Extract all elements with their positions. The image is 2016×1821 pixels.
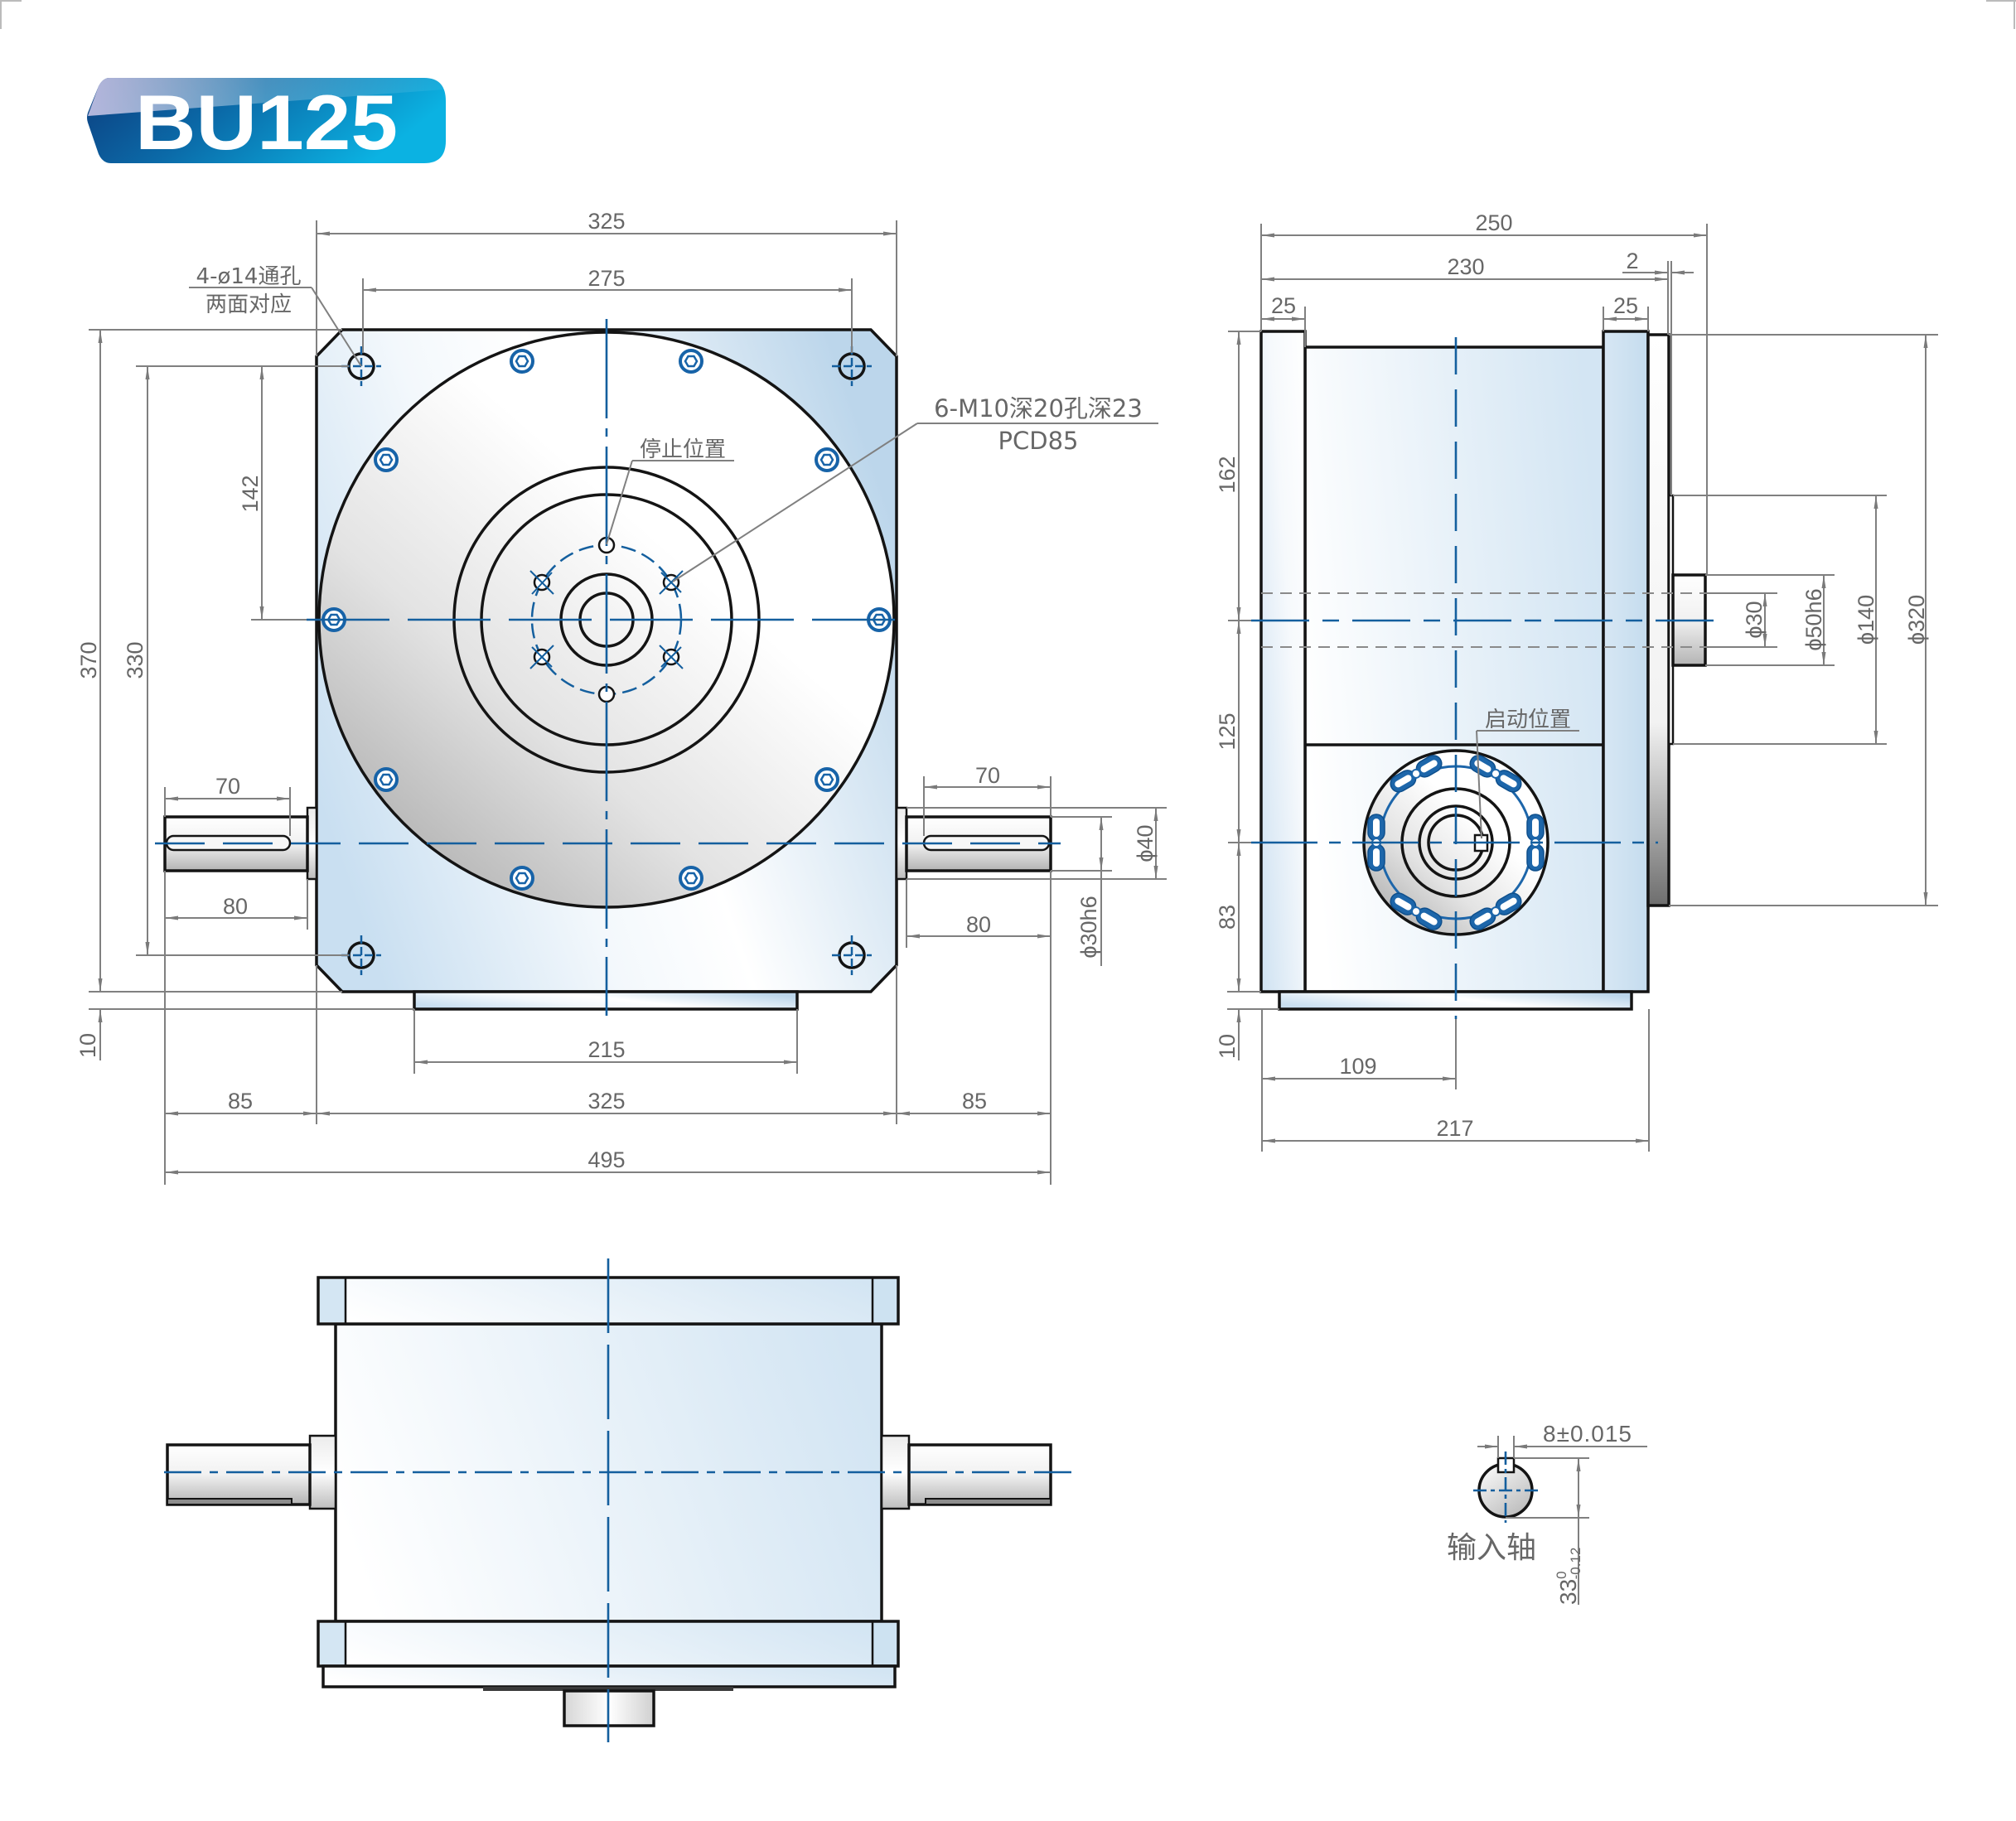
- front-centerlines: [155, 319, 1061, 1016]
- top-flange-cap-right: [873, 1279, 897, 1322]
- front-view: 325 275 370 10 330 142 215 85 325 85 495…: [75, 209, 1167, 1185]
- dim-right-key-length: 70: [975, 763, 1000, 788]
- dim-base-depth: 217: [1436, 1116, 1473, 1141]
- dim-right-shaft-ext: 85: [962, 1089, 987, 1113]
- dim-left-shaft-ext: 85: [228, 1089, 253, 1113]
- bolt-icon: [815, 767, 839, 792]
- key-detail-label: 输入轴: [1447, 1531, 1536, 1565]
- output-plate-edge: [483, 1687, 733, 1691]
- side-centerlines: [1251, 337, 1720, 1019]
- bolt-icon: [374, 447, 399, 472]
- right-shaft-key: [925, 1498, 1052, 1505]
- input-shaft-key-detail: 8±0.015 330-0.12 输入轴: [1447, 1421, 1647, 1605]
- bolt-icon: [510, 349, 534, 374]
- dim-hole-vertical-spacing: 330: [123, 641, 147, 679]
- dim-shaft-diameter: ϕ30h6: [1076, 896, 1101, 958]
- dim-base-thickness: 10: [1215, 1034, 1240, 1059]
- left-shaft: [166, 1443, 312, 1506]
- dim-housing-width: 325: [587, 1089, 625, 1113]
- side-view: 250 230 2 25 25 162 125 83 10 109 217 ϕ3…: [1215, 210, 1938, 1152]
- front-dimension-labels: 325 275 370 10 330 142 215 85 325 85 495…: [75, 209, 1158, 1172]
- left-shaft-key: [167, 1498, 292, 1505]
- bolt-icon: [679, 349, 703, 374]
- front-dimension-lines: [98, 231, 1158, 1175]
- key-height-upper-tol: 0: [1554, 1571, 1569, 1578]
- dim-input-offset: 109: [1339, 1054, 1376, 1079]
- dim-flange-offset: 2: [1626, 249, 1638, 273]
- side-notes: 启动位置: [1476, 708, 1579, 839]
- note-mount-holes-sub: 两面对应: [205, 292, 292, 317]
- dim-axis-distance: 125: [1215, 712, 1240, 750]
- right-collar: [880, 1434, 911, 1510]
- dim-center-height: 142: [238, 475, 263, 512]
- dim-base-thickness: 10: [75, 1033, 100, 1058]
- dim-input-height: 83: [1215, 905, 1240, 930]
- note-mount-holes: 4-ø14通孔: [196, 264, 302, 289]
- dim-pilot-diameter: ϕ140: [1854, 595, 1878, 645]
- dim-key-height: 330-0.12: [1554, 1548, 1583, 1605]
- key-height-lower-tol: -0.12: [1568, 1548, 1583, 1580]
- dim-overall-width: 495: [587, 1147, 625, 1172]
- dim-output-shaft-diameter: ϕ50h6: [1801, 588, 1826, 650]
- right-shaft: [907, 1443, 1052, 1506]
- bolt-icon: [679, 866, 703, 891]
- crop-marks: [0, 0, 2016, 29]
- side-dimension-lines: [1236, 233, 1928, 1143]
- note-start-position: 启动位置: [1485, 708, 1571, 732]
- dim-right-flange: 25: [1613, 293, 1638, 318]
- dim-flange-diameter: ϕ320: [1904, 595, 1929, 645]
- dim-bore-diameter: ϕ30: [1742, 601, 1767, 638]
- dim-collar-diameter: ϕ40: [1133, 824, 1158, 862]
- model-title: BU125: [135, 79, 398, 166]
- note-tapped-holes: 6-M10深20孔深23: [934, 394, 1143, 423]
- dim-hole-spacing: 275: [587, 266, 625, 291]
- front-extension-lines: [89, 220, 1167, 1185]
- dim-top-width: 325: [587, 209, 625, 234]
- dim-output-height: 162: [1215, 456, 1240, 493]
- note-pcd: PCD85: [998, 427, 1079, 455]
- bolt-icon: [374, 767, 399, 792]
- dim-overall-height: 370: [76, 641, 101, 679]
- key-height-value: 33: [1555, 1579, 1581, 1605]
- bottom-flange-cap-left: [320, 1623, 346, 1664]
- bottom-view: [164, 1258, 1073, 1742]
- badge-highlight: [88, 78, 444, 116]
- dim-left-flange: 25: [1271, 293, 1296, 318]
- right-flange: [1602, 330, 1650, 993]
- dim-right-shaft-length: 80: [966, 912, 991, 937]
- front-notes: 4-ø14通孔 两面对应 6-M10深20孔深23 PCD85 停止位置: [189, 264, 1158, 582]
- dim-left-key-length: 70: [215, 774, 240, 799]
- left-flange: [1259, 330, 1307, 993]
- top-flange-cap-left: [320, 1279, 346, 1322]
- dim-key-width: 8±0.015: [1543, 1421, 1632, 1447]
- bottom-flange-cap-right: [873, 1623, 897, 1664]
- dim-left-shaft-length: 80: [223, 894, 248, 919]
- note-stop-position: 停止位置: [640, 437, 726, 462]
- dim-body-depth: 230: [1447, 254, 1484, 279]
- bolt-icon: [815, 447, 839, 472]
- dim-overall-depth: 250: [1475, 210, 1512, 235]
- dim-base-width: 215: [587, 1037, 625, 1062]
- model-badge: BU125: [87, 78, 446, 166]
- bolt-icon: [510, 866, 534, 891]
- side-dimension-labels: 250 230 2 25 25 162 125 83 10 109 217 ϕ3…: [1215, 210, 1929, 1141]
